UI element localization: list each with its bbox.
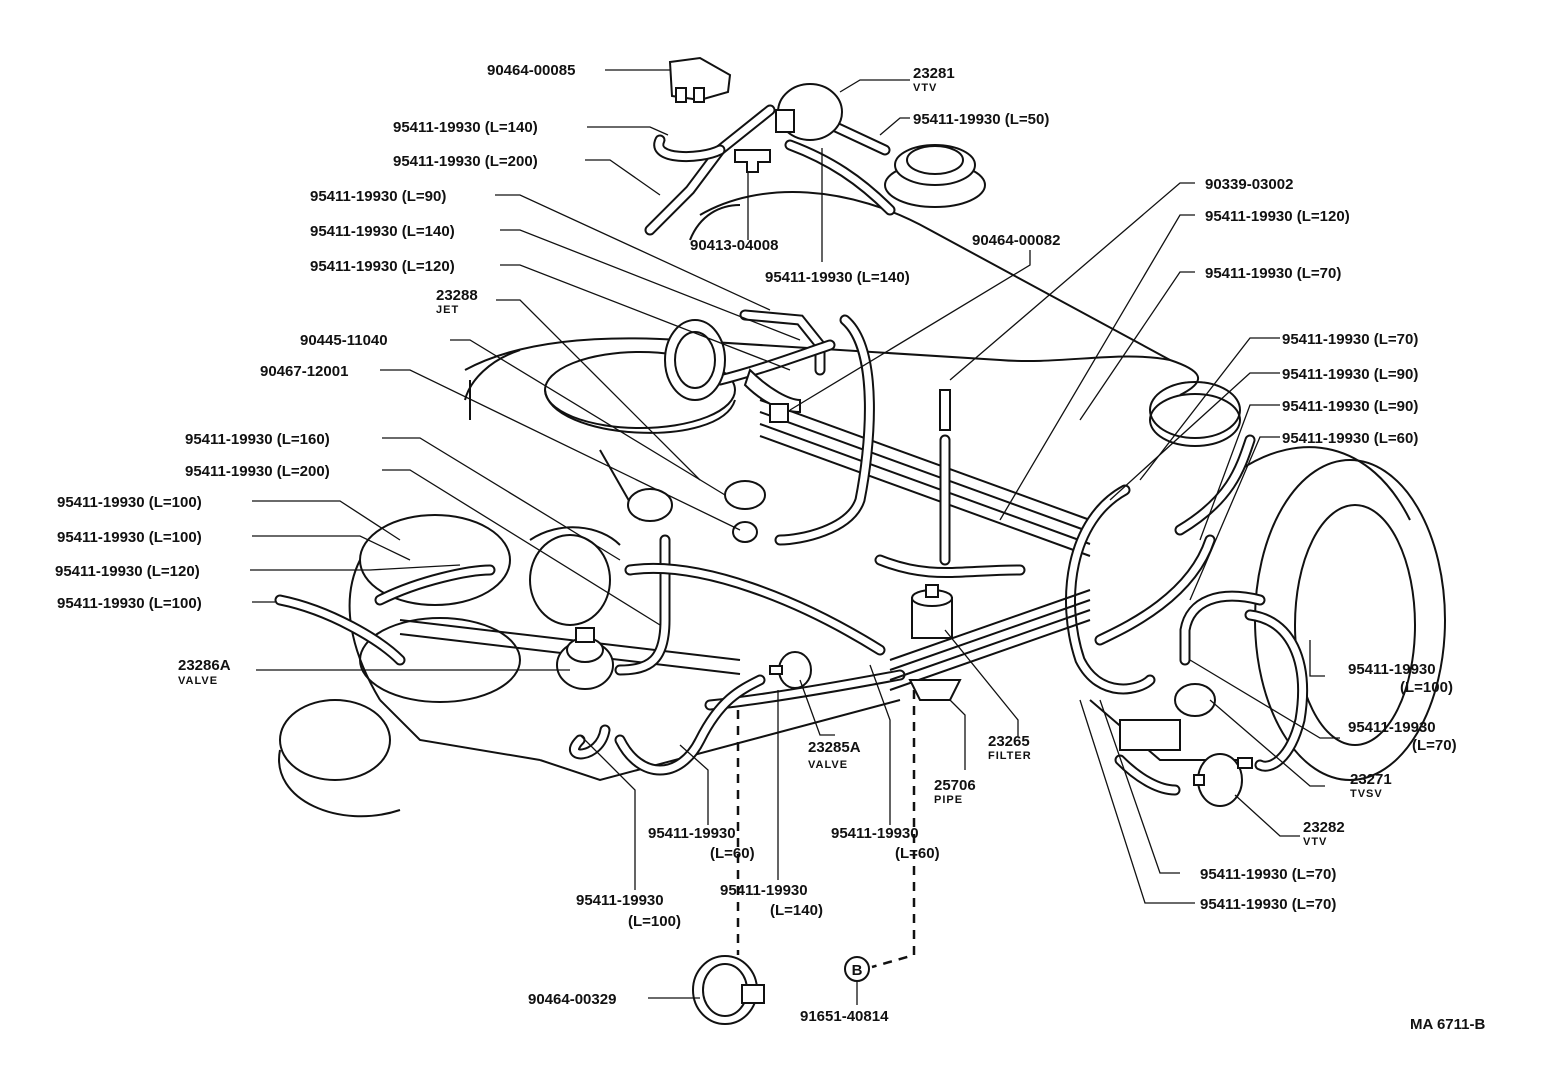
label-95411-l70-b: 95411-19930 (L=70) bbox=[1282, 331, 1418, 348]
label-25706-sub: PIPE bbox=[934, 794, 963, 806]
bolt-marker-label: B bbox=[852, 962, 863, 979]
tvsv-23271-part bbox=[1119, 683, 1216, 751]
label-90464-00082: 90464-00082 bbox=[972, 232, 1060, 249]
label-95411-l60-a: 95411-19930 (L=60) bbox=[1282, 430, 1418, 447]
valve-23286a-part bbox=[556, 627, 614, 690]
label-95411-l70-c: 95411-19930 bbox=[1348, 719, 1436, 736]
vtv-23282-part bbox=[1193, 753, 1253, 807]
drawing-code: MA 6711-B bbox=[1410, 1016, 1485, 1033]
label-95411-l140-b: 95411-19930 (L=140) bbox=[310, 223, 455, 240]
label-95411-l120-c: 95411-19930 (L=120) bbox=[55, 563, 200, 580]
label-23265: 23265 bbox=[988, 733, 1030, 750]
label-95411-l70-c-len: (L=70) bbox=[1412, 737, 1457, 754]
diaphragm-part bbox=[884, 144, 986, 208]
label-91651-40814: 91651-40814 bbox=[800, 1008, 889, 1025]
label-90464-00085: 90464-00085 bbox=[487, 62, 575, 79]
label-23271-sub: TVSV bbox=[1350, 788, 1383, 800]
leader-lines bbox=[250, 69, 1340, 1005]
label-23286a: 23286A bbox=[178, 657, 231, 674]
label-23282: 23282 bbox=[1303, 819, 1345, 836]
label-95411-l90-c: 95411-19930 (L=90) bbox=[1282, 398, 1418, 415]
label-23285a: 23285A bbox=[808, 739, 861, 756]
label-90339-03002: 90339-03002 bbox=[1205, 176, 1293, 193]
label-95411-l100-a: 95411-19930 (L=100) bbox=[57, 494, 202, 511]
engine-drawing bbox=[278, 191, 1446, 818]
label-95411-l100-e-len: (L=100) bbox=[628, 913, 681, 930]
label-95411-l100-b: 95411-19930 (L=100) bbox=[57, 529, 202, 546]
label-95411-l60-c-len: (L=60) bbox=[895, 845, 940, 862]
label-95411-l70-e: 95411-19930 (L=70) bbox=[1200, 896, 1336, 913]
label-23281: 23281 bbox=[913, 65, 955, 82]
label-90413-04008: 90413-04008 bbox=[690, 237, 778, 254]
label-23288-sub: JET bbox=[436, 304, 459, 316]
clip-90464-00085-part bbox=[668, 56, 732, 103]
reference-lines bbox=[736, 690, 916, 969]
label-95411-l140-a: 95411-19930 (L=140) bbox=[393, 119, 538, 136]
label-95411-l90-a: 95411-19930 (L=90) bbox=[310, 188, 446, 205]
label-90467-12001: 90467-12001 bbox=[260, 363, 348, 380]
label-95411-l70-d: 95411-19930 (L=70) bbox=[1200, 866, 1336, 883]
label-25706: 25706 bbox=[934, 777, 976, 794]
bolt-marker-b: B bbox=[844, 956, 870, 982]
label-23281-sub: VTV bbox=[913, 82, 937, 94]
label-95411-l140-c: 95411-19930 (L=140) bbox=[765, 269, 910, 286]
label-23271: 23271 bbox=[1350, 771, 1392, 788]
label-95411-l100-e: 95411-19930 bbox=[576, 892, 664, 909]
hose-network bbox=[274, 104, 1309, 796]
label-23265-sub: FILTER bbox=[988, 750, 1032, 762]
label-95411-l140-d-len: (L=140) bbox=[770, 902, 823, 919]
components: B bbox=[556, 56, 1253, 1025]
vtv-23281-part bbox=[775, 83, 843, 141]
label-23282-sub: VTV bbox=[1303, 836, 1327, 848]
label-95411-l200-a: 95411-19930 (L=200) bbox=[393, 153, 538, 170]
t-connector-part bbox=[734, 149, 771, 173]
label-95411-l200-b: 95411-19930 (L=200) bbox=[185, 463, 330, 480]
fitting-90445-part bbox=[627, 480, 766, 543]
label-95411-l70-a: 95411-19930 (L=70) bbox=[1205, 265, 1341, 282]
label-95411-l60-b: 95411-19930 bbox=[648, 825, 736, 842]
label-95411-l120-a: 95411-19930 (L=120) bbox=[1205, 208, 1350, 225]
label-95411-l90-b: 95411-19930 (L=90) bbox=[1282, 366, 1418, 383]
label-95411-l60-c: 95411-19930 bbox=[831, 825, 919, 842]
label-95411-l60-b-len: (L=60) bbox=[710, 845, 755, 862]
label-90445-11040: 90445-11040 bbox=[300, 332, 388, 349]
label-95411-l100-d-len: (L=100) bbox=[1400, 679, 1453, 696]
callout-labels: 90464-00085 23281 VTV 95411-19930 (L=140… bbox=[55, 62, 1485, 1033]
fitting-90464-00082-part bbox=[769, 389, 951, 431]
filter-23265-part bbox=[911, 584, 953, 639]
label-95411-l50: 95411-19930 (L=50) bbox=[913, 111, 1049, 128]
valve-23285a-part bbox=[769, 651, 812, 689]
label-23288: 23288 bbox=[436, 287, 478, 304]
label-95411-l100-c: 95411-19930 (L=100) bbox=[57, 595, 202, 612]
clamp-90464-00329-part bbox=[692, 955, 765, 1025]
label-95411-l100-d: 95411-19930 bbox=[1348, 661, 1436, 678]
pipe-25706-part bbox=[889, 589, 1091, 701]
label-23285a-sub: VALVE bbox=[808, 759, 848, 771]
jet-assembly-part bbox=[664, 319, 801, 414]
label-23286a-sub: VALVE bbox=[178, 675, 218, 687]
label-95411-l120-b: 95411-19930 (L=120) bbox=[310, 258, 455, 275]
label-95411-l140-d: 95411-19930 bbox=[720, 882, 808, 899]
label-95411-l160: 95411-19930 (L=160) bbox=[185, 431, 330, 448]
label-90464-00329: 90464-00329 bbox=[528, 991, 616, 1008]
